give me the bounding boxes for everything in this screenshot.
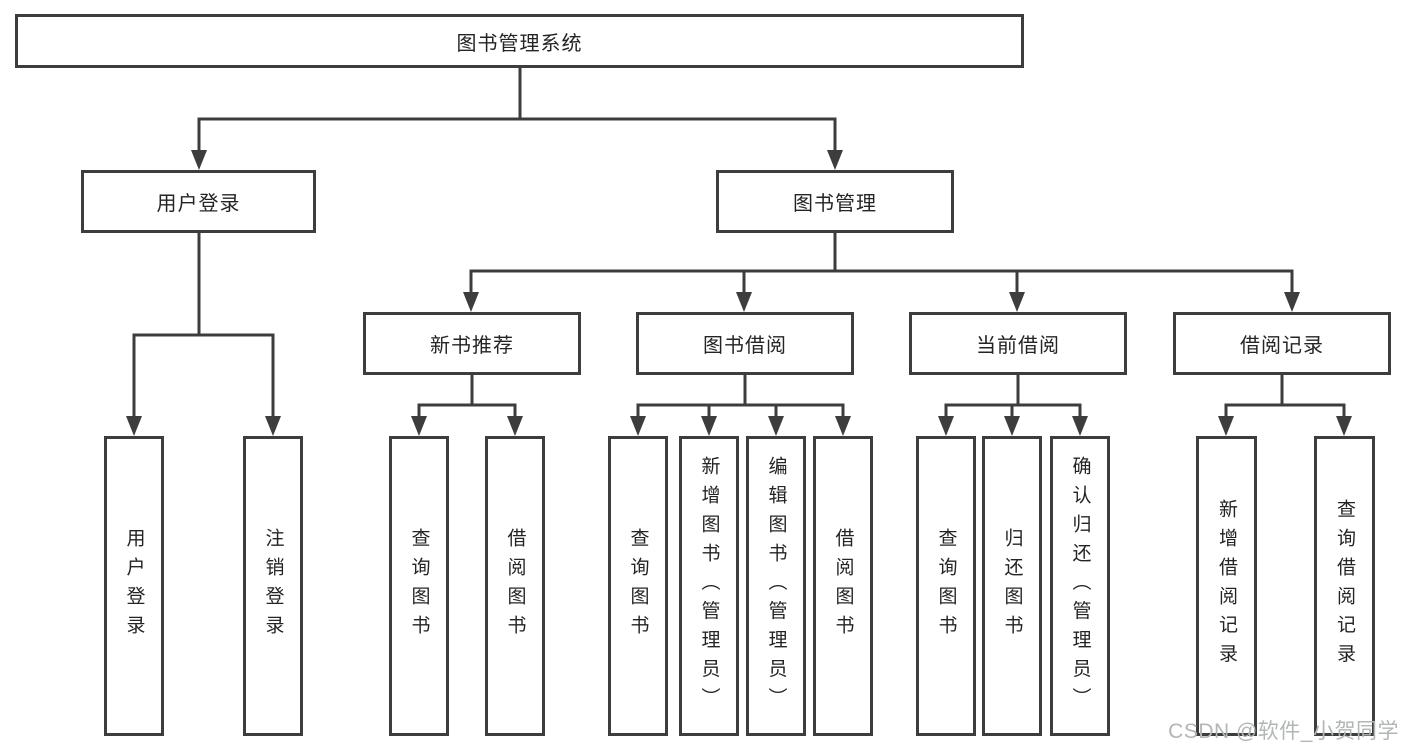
leaf-label: 新增图书（管理员） <box>698 456 720 716</box>
leaf-current-confirm-return-admin: 确认归还（管理员） <box>1050 436 1110 736</box>
tree-edges <box>132 68 1346 417</box>
node-label: 当前借阅 <box>976 335 1060 357</box>
node-label: 新书推荐 <box>430 335 514 357</box>
leaf-label: 确认归还（管理员） <box>1069 456 1091 716</box>
node-current-borrowing: 当前借阅 <box>909 312 1127 375</box>
leaf-label: 查询图书 <box>627 528 649 644</box>
leaf-label: 查询借阅记录 <box>1334 499 1355 673</box>
node-book-borrowing: 图书借阅 <box>636 312 854 375</box>
leaf-user-login: 用户登录 <box>104 436 164 736</box>
leaf-label: 编辑图书（管理员） <box>765 456 787 716</box>
leaf-recommend-query-books: 查询图书 <box>389 436 449 736</box>
leaf-borrowing-add-books-admin: 新增图书（管理员） <box>679 436 739 736</box>
leaf-records-add-record: 新增借阅记录 <box>1196 436 1257 736</box>
leaf-label: 查询图书 <box>935 528 957 644</box>
leaf-recommend-borrow-books: 借阅图书 <box>485 436 545 736</box>
leaf-records-query-record: 查询借阅记录 <box>1314 436 1375 736</box>
leaf-borrowing-borrow-books: 借阅图书 <box>813 436 873 736</box>
node-label: 用户登录 <box>156 193 241 215</box>
leaf-logout: 注销登录 <box>243 436 303 736</box>
node-user-login-branch: 用户登录 <box>81 170 316 233</box>
node-label: 图书借阅 <box>703 335 787 357</box>
leaf-label: 用户登录 <box>123 528 145 644</box>
leaf-label: 注销登录 <box>262 528 284 644</box>
node-borrowing-records: 借阅记录 <box>1173 312 1391 375</box>
node-library-management-system: 图书管理系统 <box>15 14 1024 68</box>
node-book-management: 图书管理 <box>716 170 954 233</box>
leaf-label: 借阅图书 <box>832 528 854 644</box>
node-label: 图书管理 <box>793 193 877 215</box>
node-label: 借阅记录 <box>1240 335 1324 357</box>
leaf-borrowing-query-books: 查询图书 <box>608 436 668 736</box>
arrowheads <box>126 150 1352 436</box>
leaf-label: 新增借阅记录 <box>1216 499 1237 673</box>
leaf-current-query-books: 查询图书 <box>916 436 976 736</box>
node-new-book-recommendation: 新书推荐 <box>363 312 581 375</box>
leaf-label: 查询图书 <box>408 528 430 644</box>
leaf-borrowing-edit-books-admin: 编辑图书（管理员） <box>746 436 806 736</box>
leaf-current-return-books: 归还图书 <box>982 436 1042 736</box>
leaf-label: 借阅图书 <box>504 528 526 644</box>
leaf-label: 归还图书 <box>1001 528 1023 644</box>
node-label: 图书管理系统 <box>456 32 583 55</box>
